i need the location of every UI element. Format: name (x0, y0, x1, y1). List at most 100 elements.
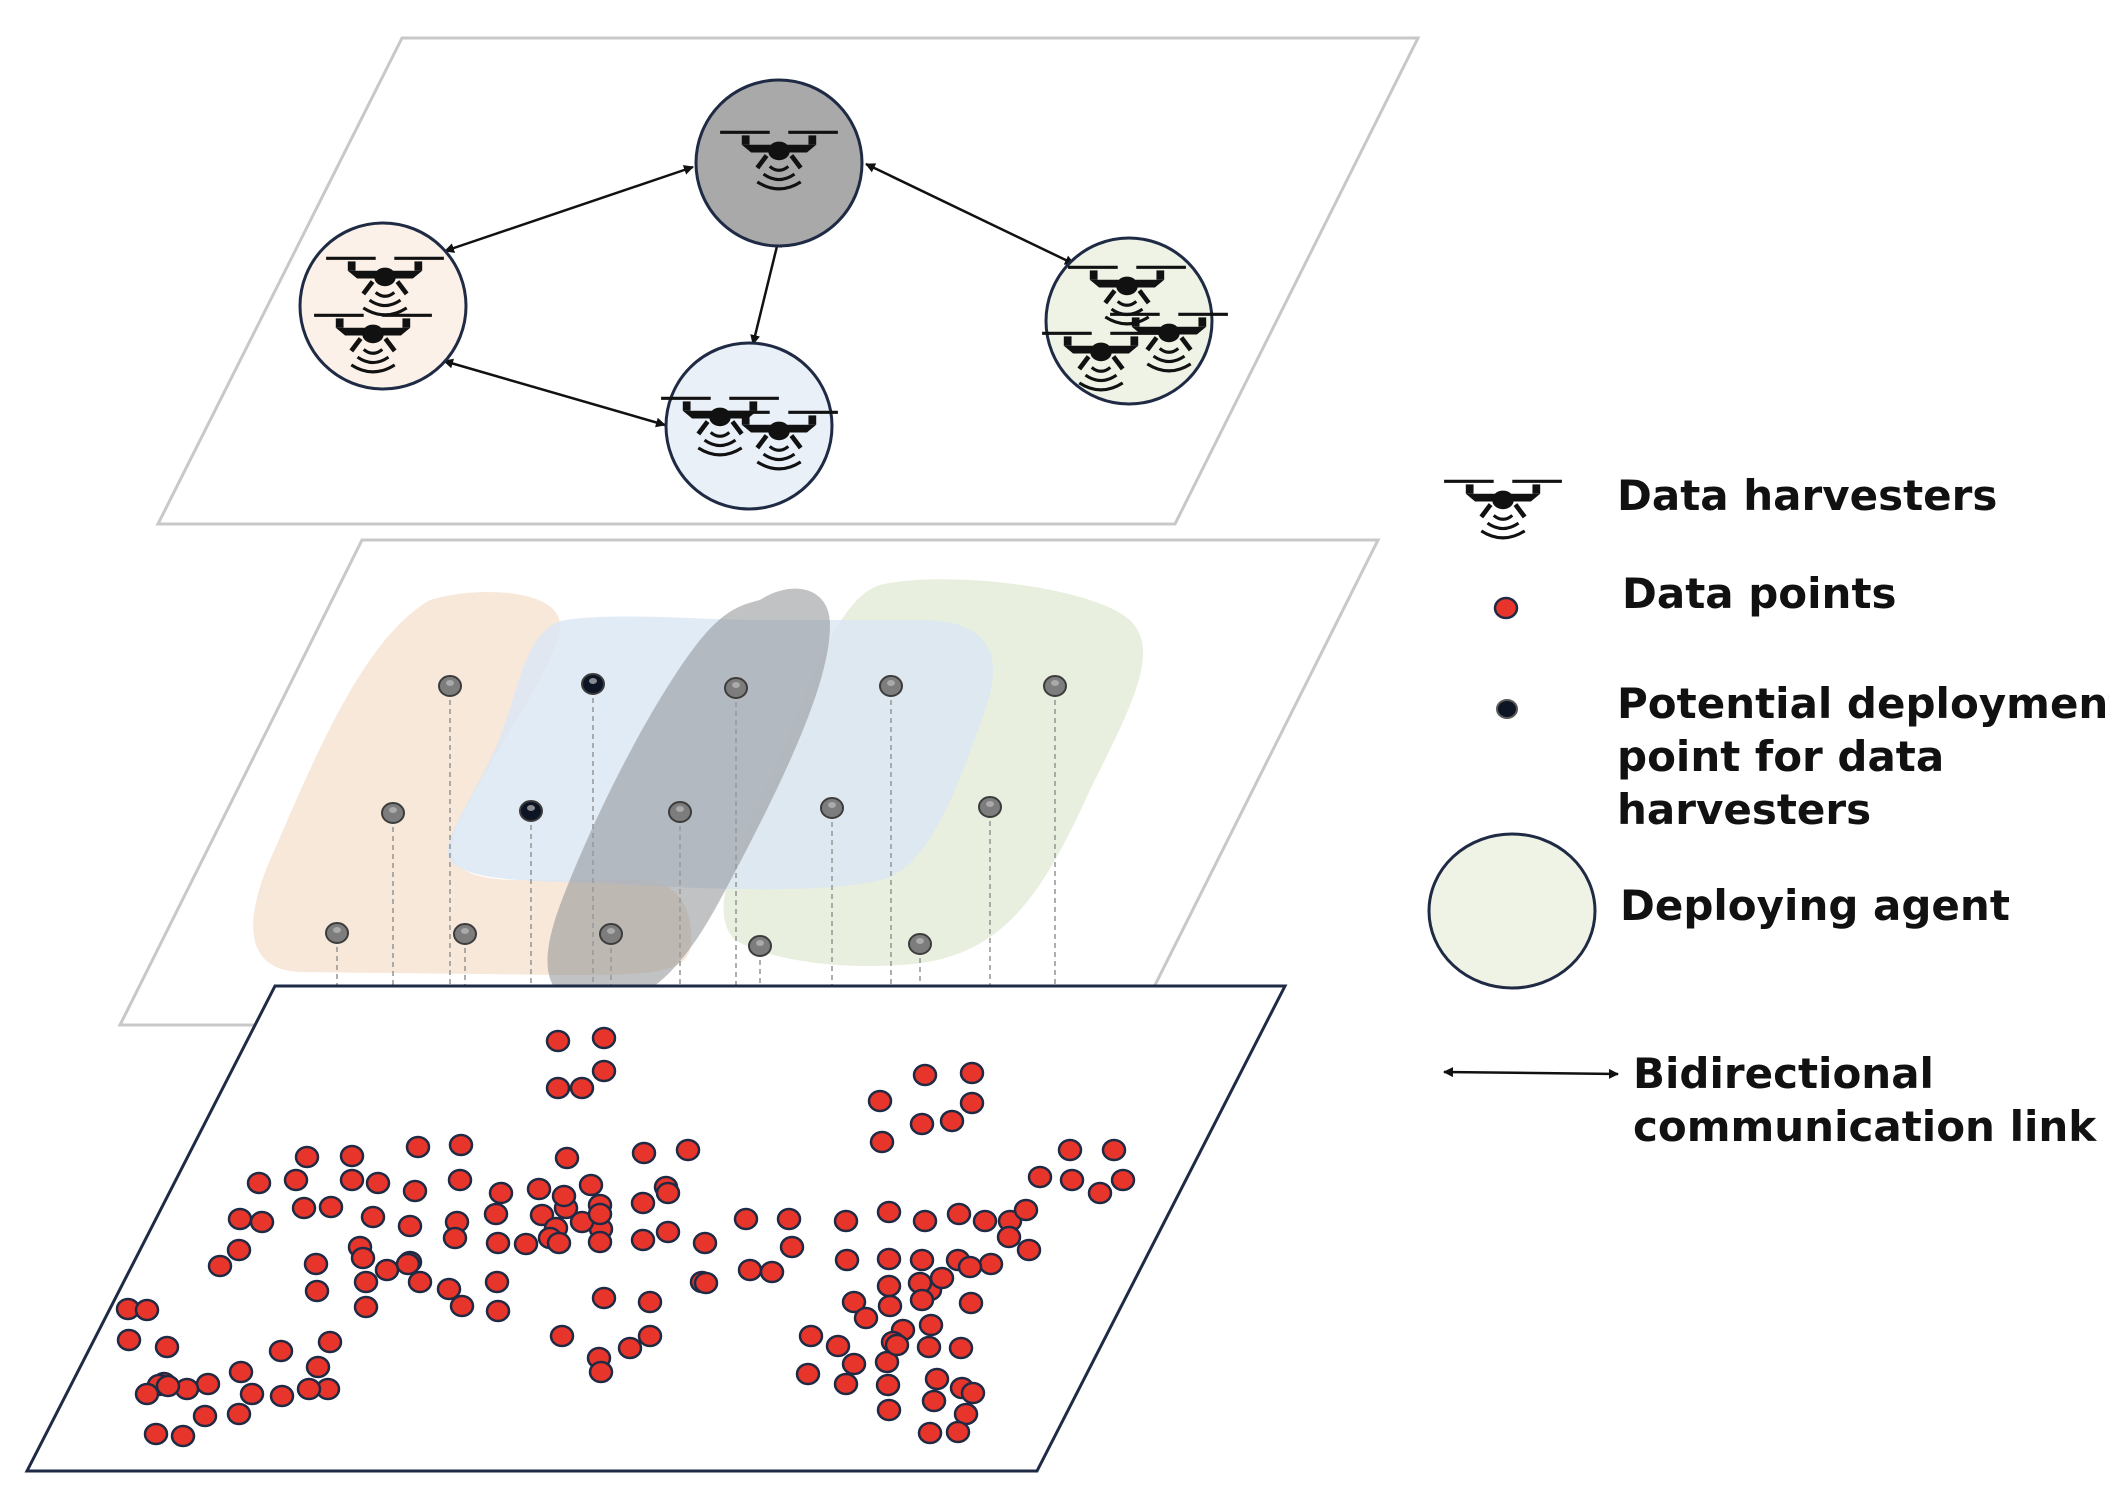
data-point (239, 1382, 265, 1406)
data-point (268, 1339, 294, 1363)
legend-bidirectional-line2: communication link (1633, 1102, 2097, 1151)
data-point (958, 1291, 984, 1315)
agent-gray-circle (694, 78, 864, 248)
data-point (637, 1324, 663, 1348)
data-point (929, 1266, 955, 1290)
data-point (1057, 1138, 1083, 1162)
legend-data-point-marker (1493, 596, 1519, 620)
data-point (798, 1324, 824, 1348)
data-point (876, 1247, 902, 1271)
data-point (317, 1330, 343, 1354)
data-point (733, 1207, 759, 1231)
data-point (834, 1248, 860, 1272)
data-point (227, 1207, 253, 1231)
data-point (569, 1076, 595, 1100)
deployment-point-highlight (1051, 680, 1059, 686)
data-point (917, 1421, 943, 1445)
data-point (1013, 1198, 1039, 1222)
data-point (134, 1298, 160, 1322)
legend-data-harvesters: Data harvesters (1617, 471, 1997, 520)
data-point (996, 1225, 1022, 1249)
data-point (360, 1205, 386, 1229)
data-point (909, 1112, 935, 1136)
data-point (339, 1168, 365, 1192)
data-point (407, 1270, 433, 1294)
data-point (483, 1202, 509, 1226)
deployment-point-highlight (607, 928, 615, 934)
data-point (318, 1195, 344, 1219)
data-point (545, 1076, 571, 1100)
data-point (442, 1226, 468, 1250)
data-point (587, 1202, 613, 1226)
data-point (591, 1059, 617, 1083)
agent-green (1042, 236, 1228, 406)
data-point (226, 1238, 252, 1262)
data-point (675, 1138, 701, 1162)
data-points (115, 1026, 1136, 1448)
data-point (291, 1196, 317, 1220)
data-point (737, 1258, 763, 1282)
data-point (617, 1336, 643, 1360)
data-point (305, 1355, 331, 1379)
data-point (192, 1404, 218, 1428)
data-point (303, 1252, 329, 1276)
data-point (374, 1258, 400, 1282)
deployment-point-highlight (461, 928, 469, 934)
data-point (405, 1135, 431, 1159)
data-point (485, 1231, 511, 1255)
legend-deploying-agent-marker (1427, 832, 1597, 990)
deployment-point-highlight (527, 805, 535, 811)
data-point (876, 1398, 902, 1422)
data-point (631, 1141, 657, 1165)
data-point (916, 1335, 942, 1359)
data-point (841, 1352, 867, 1376)
data-point (195, 1372, 221, 1396)
data-point (978, 1252, 1004, 1276)
data-point (269, 1384, 295, 1408)
link-orange-blue (443, 358, 666, 428)
data-point (876, 1274, 902, 1298)
data-point (246, 1171, 272, 1195)
data-point (296, 1377, 322, 1401)
data-point (207, 1254, 233, 1278)
data-point (228, 1360, 254, 1384)
data-point (655, 1220, 681, 1244)
data-point (526, 1177, 552, 1201)
data-point (447, 1168, 473, 1192)
data-point (365, 1171, 391, 1195)
data-point (960, 1381, 986, 1405)
communication-links (443, 162, 1075, 428)
data-point (924, 1367, 950, 1391)
region-gray (547, 588, 830, 1006)
data-point (825, 1334, 851, 1358)
data-point (945, 1420, 971, 1444)
deployment-point-highlight (756, 940, 764, 946)
data-point (833, 1372, 859, 1396)
legend-bidirectional-line1: Bidirectional (1633, 1049, 1934, 1098)
deployment-point-highlight (589, 678, 597, 684)
data-plane (24, 984, 1288, 1473)
data-point (283, 1168, 309, 1192)
data-point (909, 1288, 935, 1312)
data-point (918, 1313, 944, 1337)
legend-potential-deployment-line3: harvesters (1617, 785, 1871, 834)
deployment-point-highlight (389, 807, 397, 813)
data-point (116, 1328, 142, 1352)
data-point (1027, 1165, 1053, 1189)
data-point (841, 1290, 867, 1314)
deployment-point-highlight (333, 927, 341, 933)
data-point (395, 1252, 421, 1276)
data-point (876, 1200, 902, 1224)
link-orange-gray (444, 165, 694, 253)
data-point (877, 1294, 903, 1318)
data-point (549, 1324, 575, 1348)
legend-deployment-point-marker (1496, 699, 1518, 719)
data-point (294, 1145, 320, 1169)
data-point (795, 1362, 821, 1386)
data-point (353, 1270, 379, 1294)
data-point (578, 1173, 604, 1197)
data-point (884, 1333, 910, 1357)
data-point (448, 1133, 474, 1157)
drone-icon (1444, 481, 1562, 538)
data-point (946, 1202, 972, 1226)
